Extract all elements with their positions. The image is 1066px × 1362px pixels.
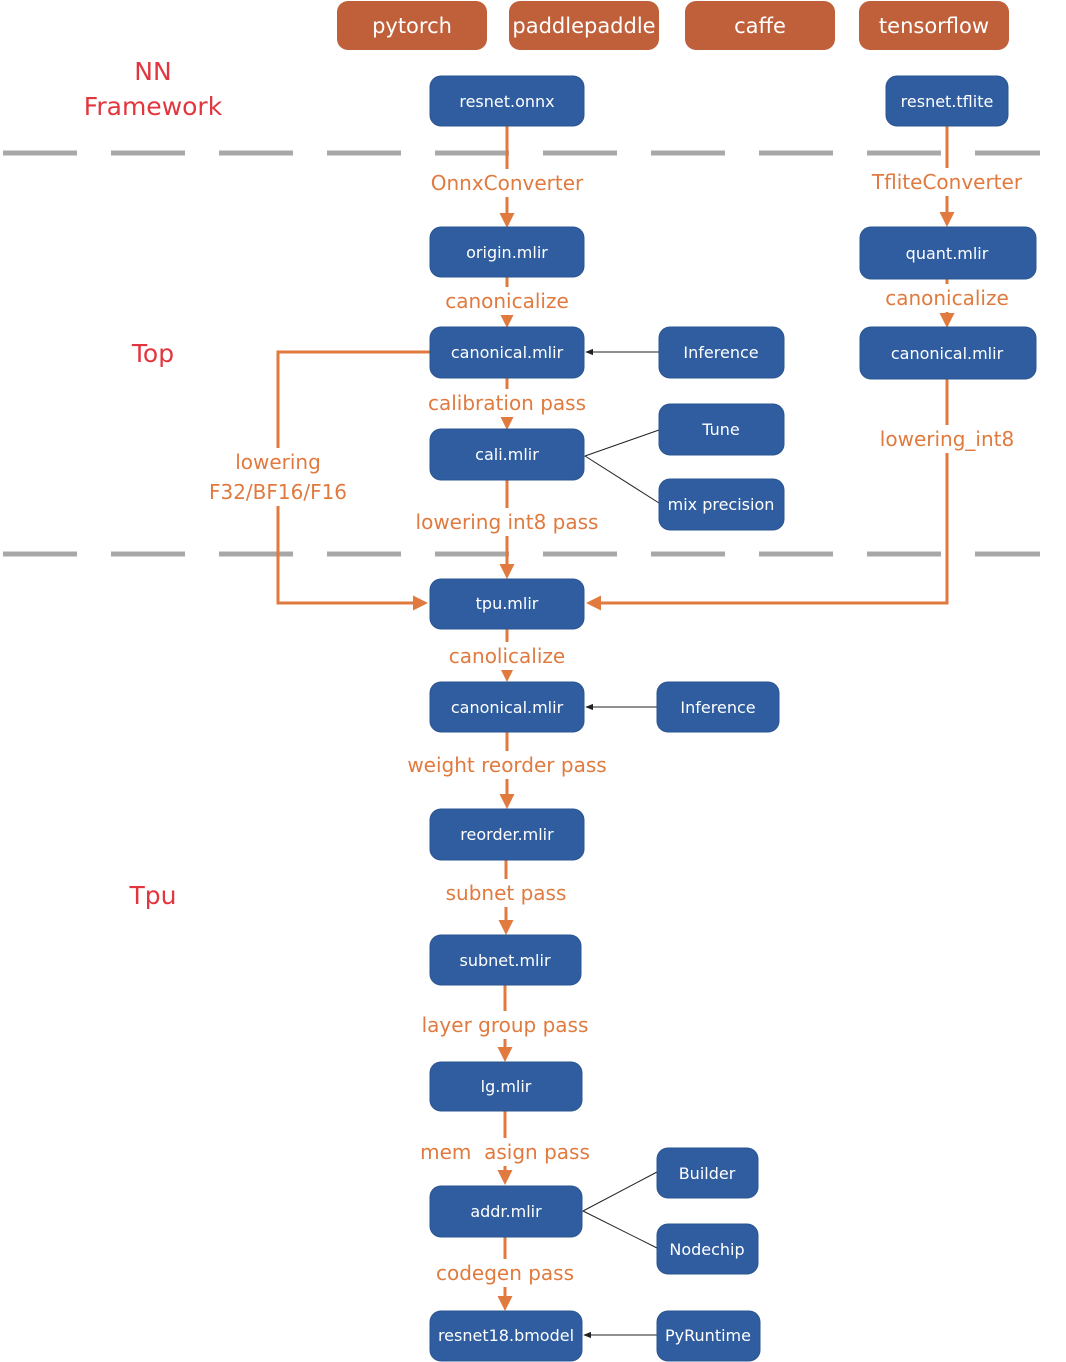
node-resnet-onnx: resnet.onnx: [429, 75, 585, 127]
edge-label-group: OnnxConverter TfliteConverter canonicali…: [204, 168, 1028, 1287]
node-nodechip-label: Nodechip: [669, 1240, 744, 1259]
node-cali-mlir-label: cali.mlir: [475, 445, 539, 464]
layer-label-tpu: Tpu: [129, 881, 177, 910]
node-tune-label: Tune: [701, 420, 739, 439]
node-lg-mlir-label: lg.mlir: [481, 1077, 532, 1096]
node-reorder-mlir-label: reorder.mlir: [460, 825, 554, 844]
node-tflite-canonical-mlir-label: canonical.mlir: [891, 344, 1004, 363]
edge-label-canolicalize: canolicalize: [449, 644, 565, 668]
node-mix-precision: mix precision: [658, 478, 785, 531]
edge-label-layer-group-pass: layer group pass: [422, 1013, 589, 1037]
framework-paddlepaddle: paddlepaddle: [509, 1, 659, 50]
node-quant-mlir-label: quant.mlir: [906, 244, 989, 263]
node-tpu-mlir-label: tpu.mlir: [476, 594, 539, 613]
node-inference-tpu-label: Inference: [680, 698, 755, 717]
node-resnet-tflite-label: resnet.tflite: [901, 92, 994, 111]
edge-label-lowering-int8-tflite: lowering_int8: [880, 427, 1014, 451]
node-mix-precision-label: mix precision: [668, 495, 775, 514]
edge-nodechip-addr: [582, 1210, 658, 1249]
node-resnet-onnx-label: resnet.onnx: [459, 92, 554, 111]
edge-label-canonicalize-tflite: canonicalize: [885, 286, 1009, 310]
framework-pytorch: pytorch: [337, 1, 487, 50]
node-subnet-mlir: subnet.mlir: [429, 934, 582, 986]
node-origin-mlir-label: origin.mlir: [466, 243, 548, 262]
layer-label-framework: Framework: [84, 92, 223, 121]
node-origin-mlir: origin.mlir: [429, 226, 585, 278]
edge-label-calibration-pass: calibration pass: [428, 391, 586, 415]
edge-label-tflite-converter: TfliteConverter: [871, 170, 1023, 194]
node-reorder-mlir: reorder.mlir: [429, 808, 585, 861]
edge-label-mem-asign-pass: mem asign pass: [420, 1140, 590, 1164]
node-tpu-canonical-mlir: canonical.mlir: [429, 681, 585, 733]
node-addr-mlir-label: addr.mlir: [470, 1202, 542, 1221]
node-bmodel: resnet18.bmodel: [429, 1310, 583, 1362]
framework-pytorch-label: pytorch: [372, 14, 452, 38]
edge-label-lowering-int8-pass: lowering int8 pass: [416, 510, 599, 534]
node-tpu-mlir: tpu.mlir: [429, 578, 585, 630]
edge-label-weight-reorder-pass: weight reorder pass: [407, 753, 606, 777]
node-tpu-canonical-mlir-label: canonical.mlir: [451, 698, 564, 717]
node-resnet-tflite: resnet.tflite: [885, 75, 1009, 127]
edge-label-subnet-pass: subnet pass: [446, 881, 567, 905]
framework-caffe-label: caffe: [734, 14, 786, 38]
framework-tensorflow: tensorflow: [859, 1, 1009, 50]
node-addr-mlir: addr.mlir: [429, 1185, 583, 1238]
layer-label-nn: NN: [134, 57, 171, 86]
node-builder-label: Builder: [679, 1164, 736, 1183]
node-tflite-canonical-mlir: canonical.mlir: [859, 326, 1037, 380]
layer-label-top: Top: [131, 339, 174, 368]
edge-label-codegen-pass: codegen pass: [436, 1261, 574, 1285]
node-nodechip: Nodechip: [656, 1223, 759, 1275]
framework-tensorflow-label: tensorflow: [879, 14, 989, 38]
node-cali-mlir: cali.mlir: [429, 428, 585, 481]
node-tune: Tune: [658, 403, 785, 456]
node-builder: Builder: [656, 1147, 759, 1199]
framework-paddlepaddle-label: paddlepaddle: [512, 14, 655, 38]
edge-label-lowering-float-line2: F32/BF16/F16: [209, 480, 347, 504]
node-inference-top: Inference: [658, 326, 785, 379]
node-subnet-mlir-label: subnet.mlir: [459, 951, 550, 970]
edge-mixprecision-cali: [584, 455, 660, 504]
node-top-canonical-mlir-label: canonical.mlir: [451, 343, 564, 362]
node-pyruntime-label: PyRuntime: [665, 1326, 751, 1345]
node-pyruntime: PyRuntime: [656, 1310, 761, 1362]
edge-label-onnx-converter: OnnxConverter: [431, 171, 584, 195]
node-inference-top-label: Inference: [683, 343, 758, 362]
framework-caffe: caffe: [685, 1, 835, 50]
edge-lowering-int8-tflite: [586, 379, 949, 611]
node-lg-mlir: lg.mlir: [429, 1061, 583, 1112]
edge-label-canonicalize-onnx: canonicalize: [445, 289, 569, 313]
node-bmodel-label: resnet18.bmodel: [438, 1326, 574, 1345]
node-quant-mlir: quant.mlir: [859, 226, 1037, 280]
node-top-canonical-mlir: canonical.mlir: [429, 326, 585, 379]
edge-label-lowering-float-line1: lowering: [235, 450, 321, 474]
edge-tune-cali: [577, 429, 660, 461]
edge-builder-addr: [576, 1171, 658, 1217]
node-inference-tpu: Inference: [656, 681, 780, 733]
